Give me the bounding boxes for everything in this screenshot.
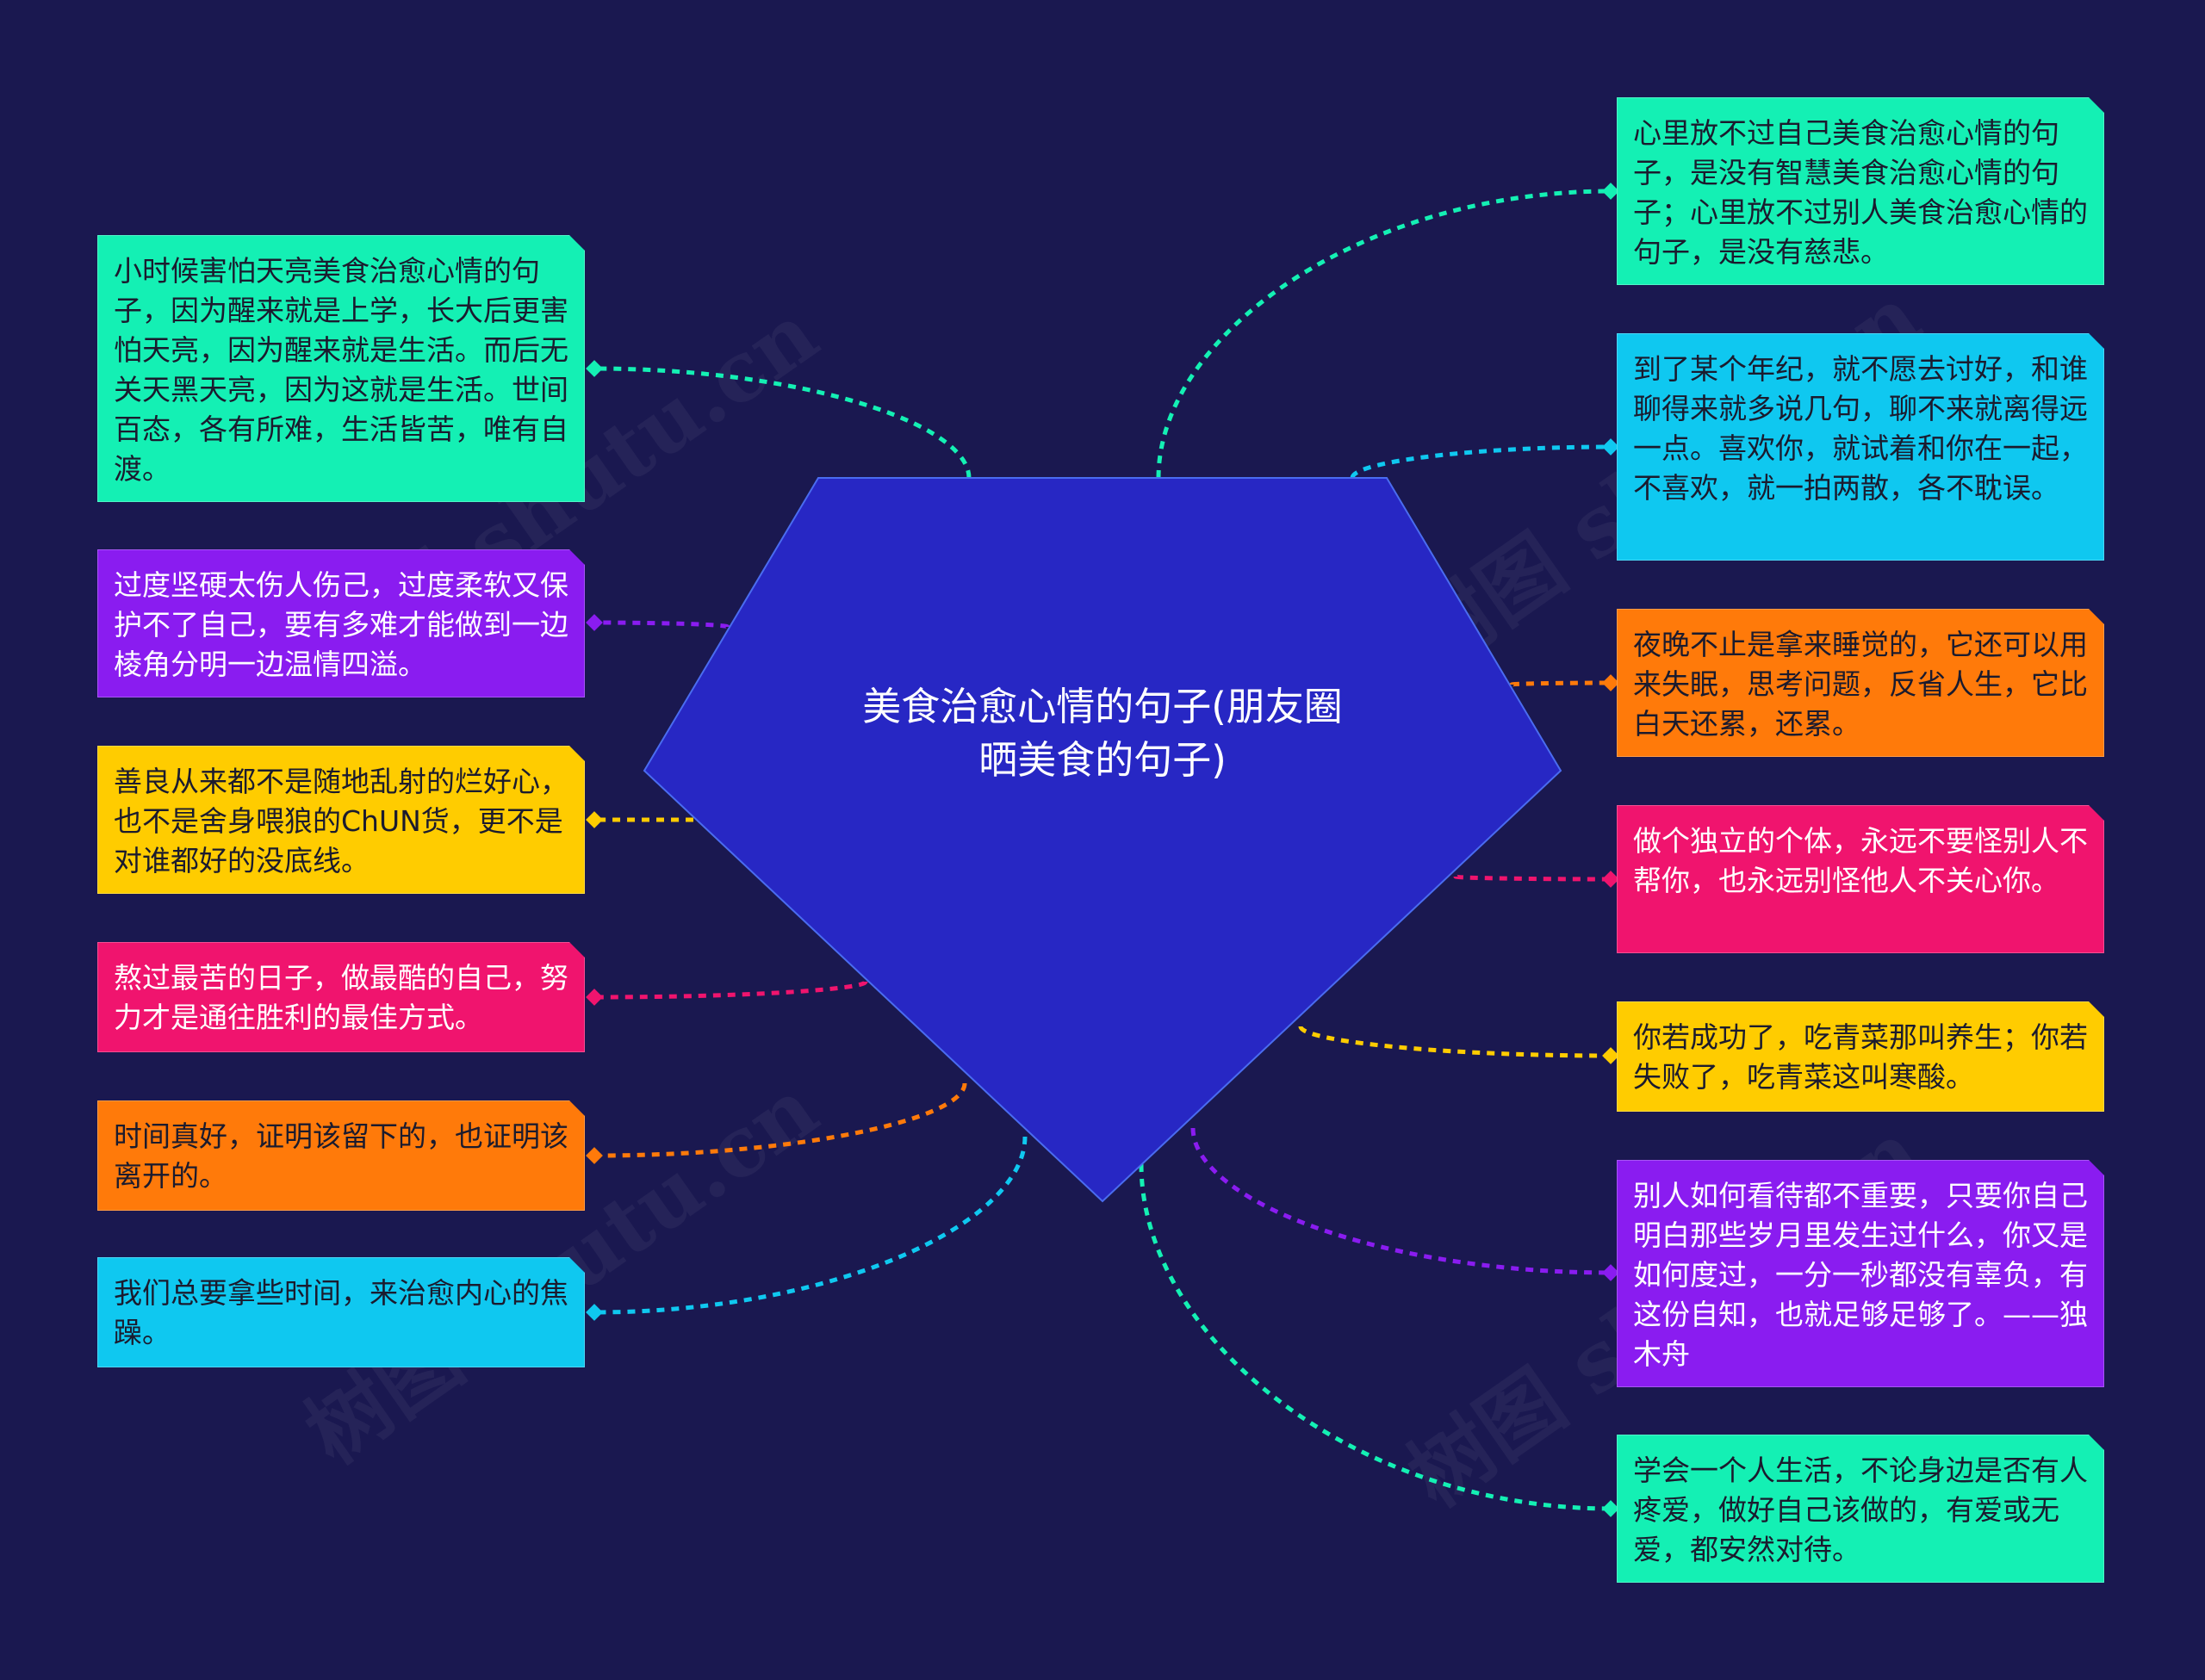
card-text: 到了某个年纪，就不愿去讨好，和谁聊得来就多说几句，聊不来就离得远一点。喜欢你，就… xyxy=(1633,352,2088,505)
connector-line xyxy=(593,1082,967,1158)
card-text: 心里放不过自己美食治愈心情的句子，是没有智慧美食治愈心情的句子；心里放不过别人美… xyxy=(1633,116,2088,269)
branch-card-left-4[interactable]: 熬过最苦的日子，做最酷的自己，努力才是通往胜利的最佳方式。 xyxy=(97,942,585,1052)
card-text: 夜晚不止是拿来睡觉的，它还可以用来失眠，思考问题，反省人生，它比白天还累，还累。 xyxy=(1633,628,2088,741)
branch-card-right-4[interactable]: 做个独立的个体，永远不要怪别人不帮你，也永远别怪他人不关心你。 xyxy=(1617,805,2104,953)
card-text: 过度坚硬太伤人伤己，过度柔软又保护不了自己，要有多难才能做到一边棱角分明一边温情… xyxy=(114,568,568,681)
connector-dot xyxy=(586,811,603,828)
connectors xyxy=(593,189,1612,1511)
connector-dot xyxy=(586,360,603,377)
connector-line xyxy=(1350,444,1612,479)
connector-dot xyxy=(1602,438,1619,456)
connector-dot xyxy=(1602,1500,1619,1517)
card-text: 学会一个人生活，不论身边是否有人疼爱，做好自己该做的，有爱或无爱，都安然对待。 xyxy=(1633,1454,2088,1566)
branch-card-left-3[interactable]: 善良从来都不是随地乱射的烂好心，也不是舍身喂狼的ChUN货，更不是对谁都好的没底… xyxy=(97,746,585,894)
branch-card-left-6[interactable]: 我们总要拿些时间，来治愈内心的焦躁。 xyxy=(97,1257,585,1367)
branch-card-right-1[interactable]: 心里放不过自己美食治愈心情的句子，是没有智慧美食治愈心情的句子；心里放不过别人美… xyxy=(1617,97,2104,285)
connector-dot xyxy=(1602,674,1619,691)
branch-card-left-5[interactable]: 时间真好，证明该留下的，也证明该离开的。 xyxy=(97,1100,585,1211)
connector-dot xyxy=(586,614,603,631)
connector-dot xyxy=(586,989,603,1006)
connector-line xyxy=(1298,1025,1612,1058)
connector-line xyxy=(1190,1127,1612,1275)
card-text: 熬过最苦的日子，做最酷的自己，努力才是通往胜利的最佳方式。 xyxy=(114,961,568,1034)
branch-card-right-3[interactable]: 夜晚不止是拿来睡觉的，它还可以用来失眠，思考问题，反省人生，它比白天还累，还累。 xyxy=(1617,609,2104,757)
connector-line xyxy=(593,979,868,1000)
branch-card-right-6[interactable]: 别人如何看待都不重要，只要你自己明白那些岁月里发生过什么，你又是如何度过，一分一… xyxy=(1617,1160,2104,1387)
connector-line xyxy=(593,1136,1028,1315)
connector-line xyxy=(593,620,730,629)
connector-dots xyxy=(586,183,1619,1517)
connector-dot xyxy=(586,1304,603,1321)
connector-line xyxy=(1509,680,1612,687)
card-text: 别人如何看待都不重要，只要你自己明白那些岁月里发生过什么，你又是如何度过，一分一… xyxy=(1633,1179,2088,1371)
card-text: 善良从来都不是随地乱射的烂好心，也不是舍身喂狼的ChUN货，更不是对谁都好的没底… xyxy=(114,765,568,877)
card-text: 小时候害怕天亮美食治愈心情的句子，因为醒来就是上学，长大后更害怕天亮，因为醒来就… xyxy=(114,254,568,486)
connector-line xyxy=(1156,189,1612,479)
connector-dot xyxy=(586,1147,603,1164)
connector-dot xyxy=(1602,183,1619,200)
branch-card-right-5[interactable]: 你若成功了，吃青菜那叫养生；你若失败了，吃青菜这叫寒酸。 xyxy=(1617,1001,2104,1112)
card-text: 做个独立的个体，永远不要怪别人不帮你，也永远别怪他人不关心你。 xyxy=(1633,824,2088,897)
connector-line xyxy=(593,366,972,479)
center-topic-title: 美食治愈心情的句子(朋友圈晒美食的句子) xyxy=(862,684,1343,783)
card-text: 时间真好，证明该留下的，也证明该离开的。 xyxy=(114,1119,568,1193)
branch-card-right-2[interactable]: 到了某个年纪，就不愿去讨好，和谁聊得来就多说几句，聊不来就离得远一点。喜欢你，就… xyxy=(1617,333,2104,561)
connector-dot xyxy=(1602,1047,1619,1064)
connector-dot xyxy=(1602,871,1619,888)
card-text: 我们总要拿些时间，来治愈内心的焦躁。 xyxy=(114,1276,568,1349)
center-topic-shape[interactable] xyxy=(643,477,1562,1203)
branch-card-left-2[interactable]: 过度坚硬太伤人伤己，过度柔软又保护不了自己，要有多难才能做到一边棱角分明一边温情… xyxy=(97,549,585,697)
connector-line xyxy=(1453,874,1612,882)
connector-dot xyxy=(1602,1264,1619,1281)
card-text: 你若成功了，吃青菜那叫养生；你若失败了，吃青菜这叫寒酸。 xyxy=(1633,1020,2088,1094)
branch-card-left-1[interactable]: 小时候害怕天亮美食治愈心情的句子，因为醒来就是上学，长大后更害怕天亮，因为醒来就… xyxy=(97,235,585,502)
connector-line xyxy=(1139,1163,1612,1511)
branch-card-right-7[interactable]: 学会一个人生活，不论身边是否有人疼爱，做好自己该做的，有爱或无爱，都安然对待。 xyxy=(1617,1435,2104,1583)
